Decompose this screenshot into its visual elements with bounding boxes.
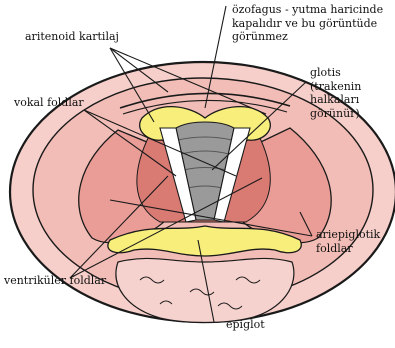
label-arytenoid-cartilage: aritenoid kartilaj	[25, 30, 119, 44]
label-glottis-line-2: halkaları	[310, 93, 394, 107]
label-glottis-line-1: glotis (trakenin	[310, 66, 394, 93]
label-esophagus-line-1: özofagus - yutma haricinde	[232, 3, 392, 17]
label-epiglottis: epiglot	[226, 318, 265, 332]
label-aryepiglottic-line-2: foldlar	[316, 242, 394, 256]
label-aryepiglottic-line-1: ariepiglotik	[316, 228, 394, 242]
label-vocal-folds: vokal foldlar	[14, 96, 84, 110]
label-esophagus-line-3: görünmez	[232, 30, 392, 44]
label-glottis: glotis (trakenin halkaları görünür)	[310, 66, 394, 120]
label-esophagus: özofagus - yutma haricinde kapalıdır ve …	[232, 3, 392, 44]
label-esophagus-line-2: kapalıdır ve bu görüntüde	[232, 17, 392, 31]
label-glottis-line-3: görünür)	[310, 107, 394, 121]
label-ventricular-folds: ventriküler foldlar	[4, 274, 106, 288]
label-aryepiglottic-folds: ariepiglotik foldlar	[316, 228, 394, 255]
